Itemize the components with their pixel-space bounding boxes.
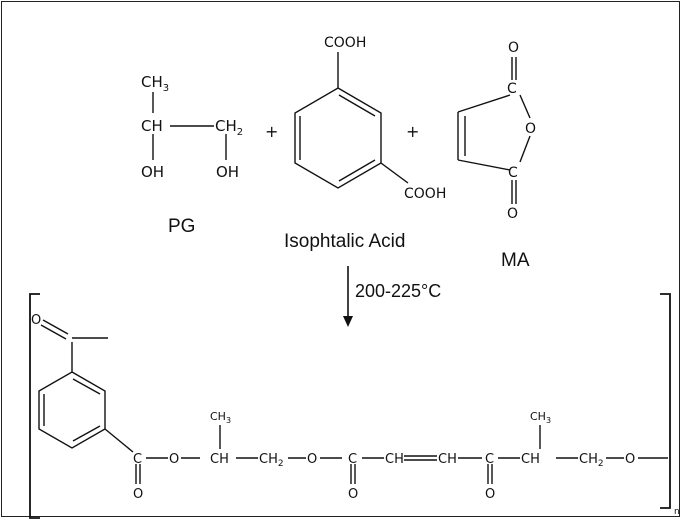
pg-ch: CH (141, 117, 163, 135)
repeat-n: n (674, 507, 680, 517)
ma-o-ring: O (525, 121, 536, 137)
pg-oh-right: OH (216, 163, 239, 181)
plus-sign-1: + (265, 122, 278, 141)
acyl-o: O (31, 313, 41, 328)
right-bracket (660, 293, 671, 509)
ma-bond-c-ch-top (457, 94, 511, 113)
o-link-3: O (625, 452, 635, 467)
ma-bond-ch-c-bottom (457, 159, 511, 171)
reaction-arrow (343, 266, 353, 327)
ma-o-bottom: O (507, 206, 518, 222)
o-link-2: O (307, 452, 317, 467)
ester-c: C (133, 452, 142, 467)
c-2: C (348, 452, 357, 467)
ring-double-bond-3 (338, 94, 376, 117)
isophthalic-molecule (294, 52, 409, 189)
ch2-1: CH2 (259, 452, 284, 469)
acyl-c-o-2 (40, 324, 67, 340)
ch-b: CH (438, 452, 457, 467)
ch-1: CH (210, 452, 229, 467)
o-dbl-3: O (485, 487, 495, 502)
pg-oh-left: OH (141, 163, 164, 181)
isophthalic-label: Isophtalic Acid (284, 231, 405, 252)
o-dbl-2: O (348, 487, 358, 502)
cooh-bottom: COOH (404, 186, 446, 202)
ch3-group-2: CH3 (530, 410, 551, 425)
ma-molecule (457, 57, 531, 204)
pg-molecule (152, 92, 227, 160)
ch2-2: CH2 (579, 452, 604, 469)
ma-o-top: O (508, 40, 519, 56)
reaction-condition: 200-225°C (355, 281, 441, 301)
polymer-ring-double-3 (72, 378, 101, 395)
polymer-bonds (38, 319, 668, 484)
cooh-top: COOH (324, 35, 366, 51)
acyl-c-o-1 (42, 319, 69, 335)
c-3: C (485, 452, 494, 467)
polymer-brackets (29, 293, 671, 519)
ester-o-dbl: O (133, 487, 143, 502)
ch3-group-1: CH3 (210, 410, 231, 425)
ma-label: MA (501, 250, 530, 271)
pg-ch2: CH2 (215, 117, 243, 138)
ring-ester-bond (104, 428, 134, 453)
plus-sign-2: + (406, 122, 419, 141)
pg-ch3: CH3 (141, 73, 169, 94)
ring-double-bond-2 (338, 159, 376, 182)
benzene-ring (294, 87, 382, 189)
pg-label: PG (168, 216, 195, 237)
polymer-ring-double-2 (72, 425, 101, 442)
ma-bond-c-o-ring-top (519, 94, 531, 119)
ma-bond-o-ring-c-bottom (519, 135, 531, 163)
polymer-benzene-ring (38, 371, 106, 449)
ch-a: CH (385, 452, 404, 467)
ma-c-top: C (507, 81, 517, 97)
left-bracket (29, 293, 40, 519)
ch-2: CH (521, 452, 540, 467)
o-link-1: O (169, 452, 179, 467)
ma-c-bottom: C (508, 165, 518, 181)
bond-cooh-bottom (380, 162, 409, 184)
